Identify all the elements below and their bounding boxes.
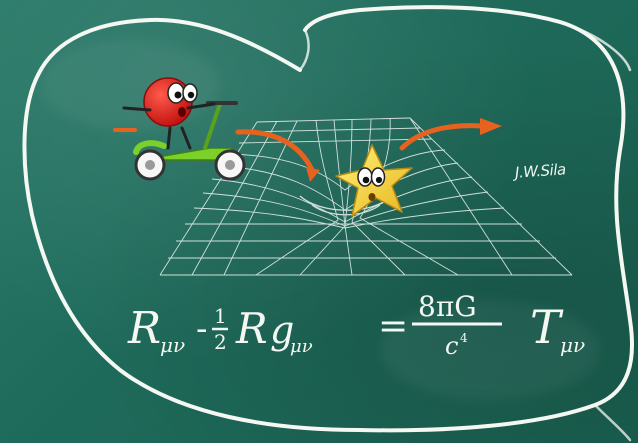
- chalk-outline-loop: [22, 5, 634, 442]
- eq-half-num: 1: [214, 304, 227, 328]
- eq-denominator: c: [445, 332, 458, 360]
- eq-R-sub: μν: [160, 333, 185, 357]
- eq-g: g: [270, 308, 294, 352]
- arrow-out-head: [480, 118, 502, 135]
- eq-denominator-exp: 4: [460, 331, 468, 345]
- arrow-out: [399, 123, 485, 151]
- arrow-in: [235, 129, 315, 173]
- star-character: [335, 144, 413, 217]
- eq-half-den: 2: [214, 330, 227, 354]
- eq-minus: -: [196, 309, 208, 349]
- eq-g-sub: μν: [290, 336, 313, 357]
- eq-equals: =: [378, 306, 408, 347]
- eq-R: R: [127, 303, 161, 354]
- spacetime-grid: [159, 117, 573, 276]
- arrow-in-head: [306, 167, 320, 182]
- red-ball-character: [122, 77, 216, 150]
- signature: J.W.Sila: [514, 160, 567, 182]
- eq-numerator: 8πG: [418, 290, 477, 323]
- eq-T: T: [530, 300, 564, 354]
- trajectory-arrows: [235, 123, 485, 173]
- einstein-field-equation: R μν - 1 2 R g μν = 8πG c 4 T μν: [127, 290, 585, 360]
- eq-R2: R: [235, 304, 268, 353]
- chalk-smudge: [380, 300, 600, 400]
- eq-T-sub: μν: [560, 333, 585, 357]
